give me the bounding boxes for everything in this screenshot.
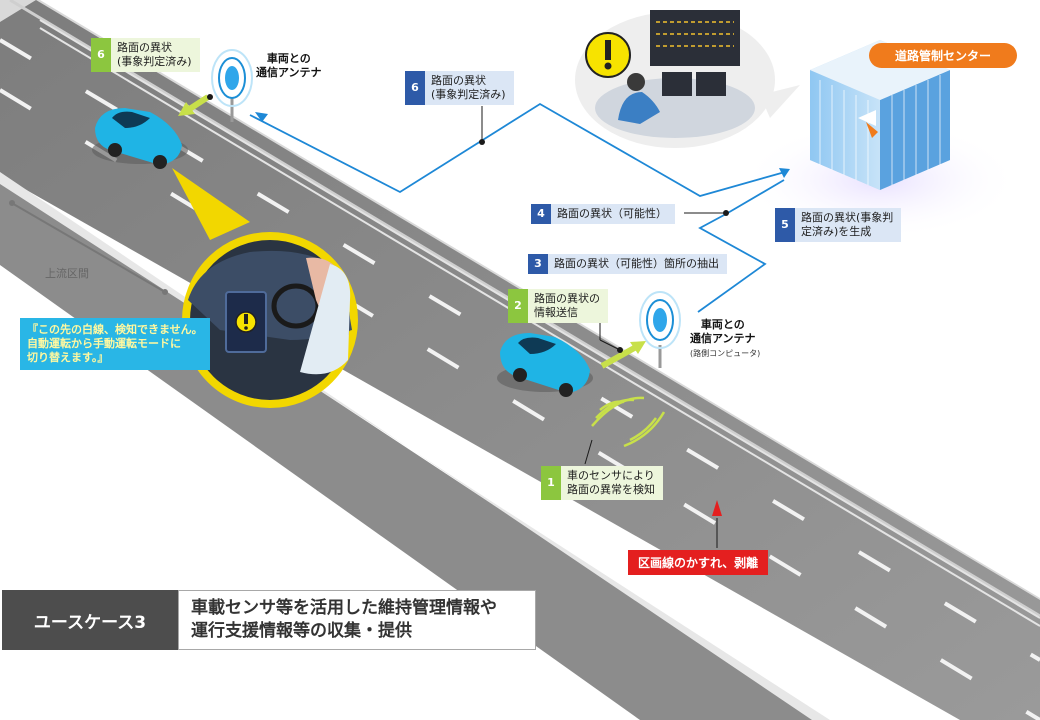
damage-badge: 区画線のかすれ、剥離 xyxy=(628,550,769,575)
sensor-waves xyxy=(591,396,666,448)
flow-lines xyxy=(249,102,786,313)
antenna-left xyxy=(211,49,253,122)
transmit-arrow-left xyxy=(178,94,210,116)
transmit-arrow-right xyxy=(600,341,646,369)
step-2: 2 路面の異状の 情報送信 xyxy=(508,289,608,323)
upstream-section-label: 上流区間 xyxy=(45,267,89,280)
usecase-description: 車載センサ等を活用した維持管理情報や 運行支援情報等の収集・提供 xyxy=(178,590,536,650)
flow-arrowhead-left xyxy=(255,112,268,122)
warning-icon xyxy=(585,32,631,78)
step-3: 3 路面の異状（可能性）箇所の抽出 xyxy=(528,254,727,274)
car-lower xyxy=(497,333,593,397)
step-6-center: 6 路面の異状 (事象判定済み) xyxy=(405,71,514,105)
control-center-badge: 道路管制センター xyxy=(869,43,1017,68)
step-6-left: 6 路面の異状 (事象判定済み) xyxy=(91,38,200,72)
damage-marker xyxy=(712,500,722,516)
antenna-right-label: 車両との 通信アンテナ xyxy=(690,318,756,345)
usecase-label: ユースケース3 xyxy=(2,590,178,650)
dashboard-zoom xyxy=(172,168,358,408)
step-5: 5 路面の異状(事象判 定済み)を生成 xyxy=(775,208,902,242)
antenna-right xyxy=(639,291,681,368)
roadside-computer-label: (路側コンピュータ) xyxy=(690,349,761,358)
antenna-left-label: 車両との 通信アンテナ xyxy=(256,52,322,79)
driver-message: 『この先の白線、検知できません。 自動運転から手動運転モードに 切り替えます。』 xyxy=(20,318,210,370)
flow-arrowhead-center xyxy=(779,168,790,178)
step-4: 4 路面の異状（可能性） xyxy=(531,204,675,224)
operator-thought-bubble xyxy=(575,10,800,148)
steering-wheel xyxy=(271,283,321,329)
step-1: 1 車のセンサにより 路面の異常を検知 xyxy=(541,466,663,500)
upstream-indicator-line xyxy=(9,201,166,293)
car-upper xyxy=(92,108,188,169)
